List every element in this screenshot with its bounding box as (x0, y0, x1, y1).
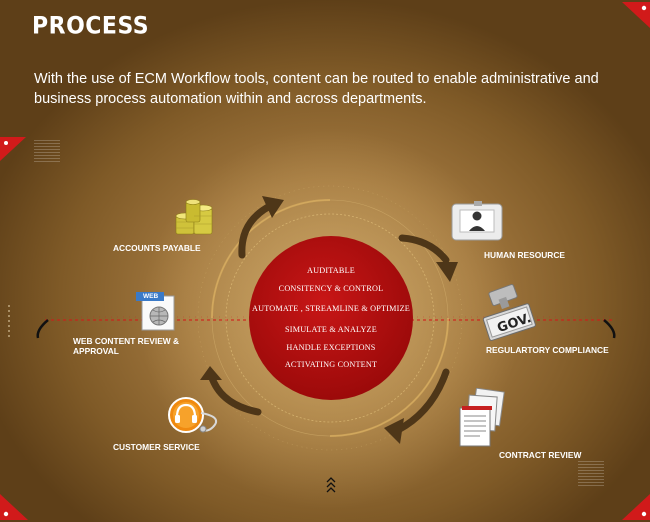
capability-item: HANDLE EXCEPTIONS (286, 343, 376, 352)
documents-icon (459, 387, 505, 447)
accounts-payable-label: ACCOUNTS PAYABLE (113, 243, 201, 253)
capability-item: AUTOMATE , STREAMLINE & OPTIMIZE (252, 304, 410, 313)
center-capabilities-list: AUDITABLE CONSITENCY & CONTROL AUTOMATE … (249, 236, 413, 400)
decorative-texture (578, 460, 604, 486)
intro-text: With the use of ECM Workflow tools, cont… (34, 71, 599, 107)
web-content-node[interactable]: WEB (134, 290, 182, 332)
accounts-payable-node[interactable] (170, 196, 220, 238)
contract-review-label: CONTRACT REVIEW (499, 450, 582, 460)
human-resource-node[interactable] (450, 200, 506, 244)
corner-marker-top-right (622, 2, 650, 28)
corner-marker-left (0, 137, 26, 161)
regulatory-compliance-label: REGULARTORY COMPLIANCE (486, 345, 609, 355)
corner-marker-bottom-left (0, 494, 28, 520)
web-content-label: WEB CONTENT REVIEW & APPROVAL (73, 336, 180, 356)
customer-service-label: CUSTOMER SERVICE (113, 442, 200, 452)
corner-marker-bottom-right (622, 494, 650, 520)
capability-item: AUDITABLE (307, 266, 355, 275)
web-document-icon (136, 292, 175, 331)
customer-service-node[interactable] (165, 393, 227, 439)
human-resource-label: HUMAN RESOURCE (484, 250, 565, 260)
gov-stamp-icon (482, 284, 536, 341)
id-card-icon (451, 201, 503, 241)
capability-item: CONSITENCY & CONTROL (278, 284, 384, 293)
decorative-texture (34, 140, 60, 162)
web-badge-text: WEB (143, 293, 159, 300)
capability-item: ACTIVATING CONTENT (284, 360, 378, 369)
contract-review-node[interactable] (456, 387, 506, 448)
capability-item: SIMULATE & ANALYZE (285, 325, 377, 334)
regulatory-compliance-node[interactable]: GOV. (480, 284, 540, 342)
page-title: PROCESS (32, 12, 150, 41)
coins-icon (175, 199, 213, 235)
headset-icon (168, 397, 217, 433)
